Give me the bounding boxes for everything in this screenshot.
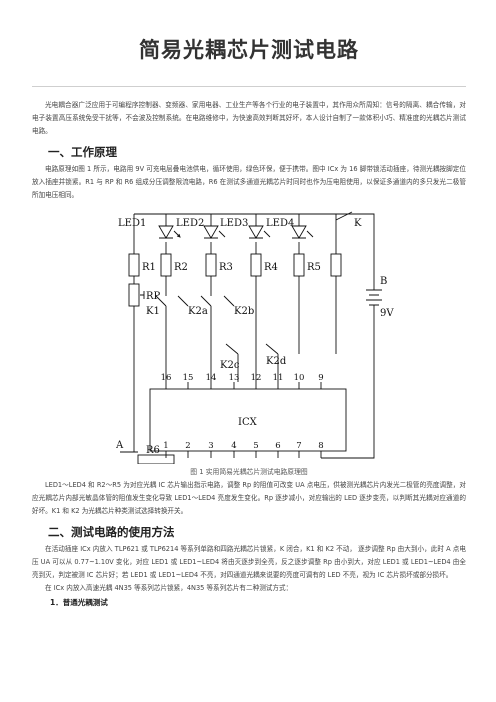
section-heading-principle: 一、工作原理	[48, 145, 117, 159]
led4-label: LED4	[266, 218, 294, 229]
led1-label: LED1	[118, 218, 146, 229]
led3-label: LED3	[220, 218, 248, 229]
ic-pin-5: 5	[253, 441, 258, 451]
battery-voltage-label: 9V	[380, 308, 394, 319]
ic-pin-2: 2	[185, 441, 190, 451]
r3-label: R3	[219, 262, 233, 273]
ic-pin-7: 7	[296, 441, 301, 451]
ic-pin-16: 16	[161, 373, 172, 383]
ic-pin-8: 8	[318, 441, 323, 451]
ic-label: ICX	[238, 417, 258, 428]
intro-paragraph: 光电耦合器广泛应用于可编程序控制器、变频器、家用电器、工业生产等各个行业的电子装…	[32, 101, 466, 135]
node-a-label: A	[116, 440, 124, 451]
ic-pin-6: 6	[275, 441, 280, 451]
k1-label: K1	[146, 306, 160, 317]
rp-label: RP	[146, 291, 161, 302]
switch-k-label: K	[354, 218, 362, 229]
k2b-label: K2b	[234, 306, 254, 317]
circuit-diagram: LED1 LED2 LED3 LED4 K R1 R2 R3 R4 R5 RP …	[116, 211, 394, 464]
led2-label: LED2	[176, 218, 204, 229]
r2-label: R2	[174, 262, 188, 273]
r6-label: R6	[146, 445, 160, 456]
ic-pin-11: 11	[273, 373, 284, 383]
ic-pin-1: 1	[163, 441, 168, 451]
subsection-heading-normal-test: 1．普通光耦测试	[50, 598, 108, 607]
usage-paragraph: 在活动插座 ICx 内放入 TLP621 或 TLP6214 等系列单路和四路光…	[32, 545, 466, 579]
section-heading-usage: 二、测试电路的使用方法	[48, 525, 175, 539]
led-description-paragraph: LED1～LED4 和 R2～R5 为对应光耦 IC 芯片输出指示电路，调整 R…	[32, 481, 466, 515]
ic-pin-3: 3	[208, 441, 213, 451]
ic-pin-13: 13	[229, 373, 240, 383]
ic-pin-14: 14	[206, 373, 217, 383]
r4-label: R4	[264, 262, 278, 273]
ic-pin-4: 4	[231, 441, 236, 451]
battery-label: B	[380, 276, 387, 287]
ic-pin-10: 10	[294, 373, 305, 383]
document-title: 简易光耦芯片测试电路	[139, 38, 359, 62]
r1-label: R1	[142, 262, 156, 273]
ic-pin-15: 15	[183, 373, 194, 383]
r5-label: R5	[307, 262, 321, 273]
ic-pin-12: 12	[251, 373, 262, 383]
ic-pin-9: 9	[318, 373, 323, 383]
k2a-label: K2a	[188, 306, 208, 317]
k2d-label: K2d	[266, 356, 287, 367]
title-divider	[32, 86, 466, 87]
high-speed-paragraph: 在 ICx 内放入高速光耦 4N35 等系列芯片锁紧，4N35 等系列芯片有二种…	[45, 584, 293, 592]
figure-caption: 图 1 实用简易光耦芯片测试电路原理图	[190, 468, 308, 476]
principle-paragraph: 电路原理如图 1 所示，电路用 9V 可充电层叠电池供电，循环使用，绿色环保，便…	[32, 165, 466, 199]
k2c-label: K2c	[220, 360, 240, 371]
